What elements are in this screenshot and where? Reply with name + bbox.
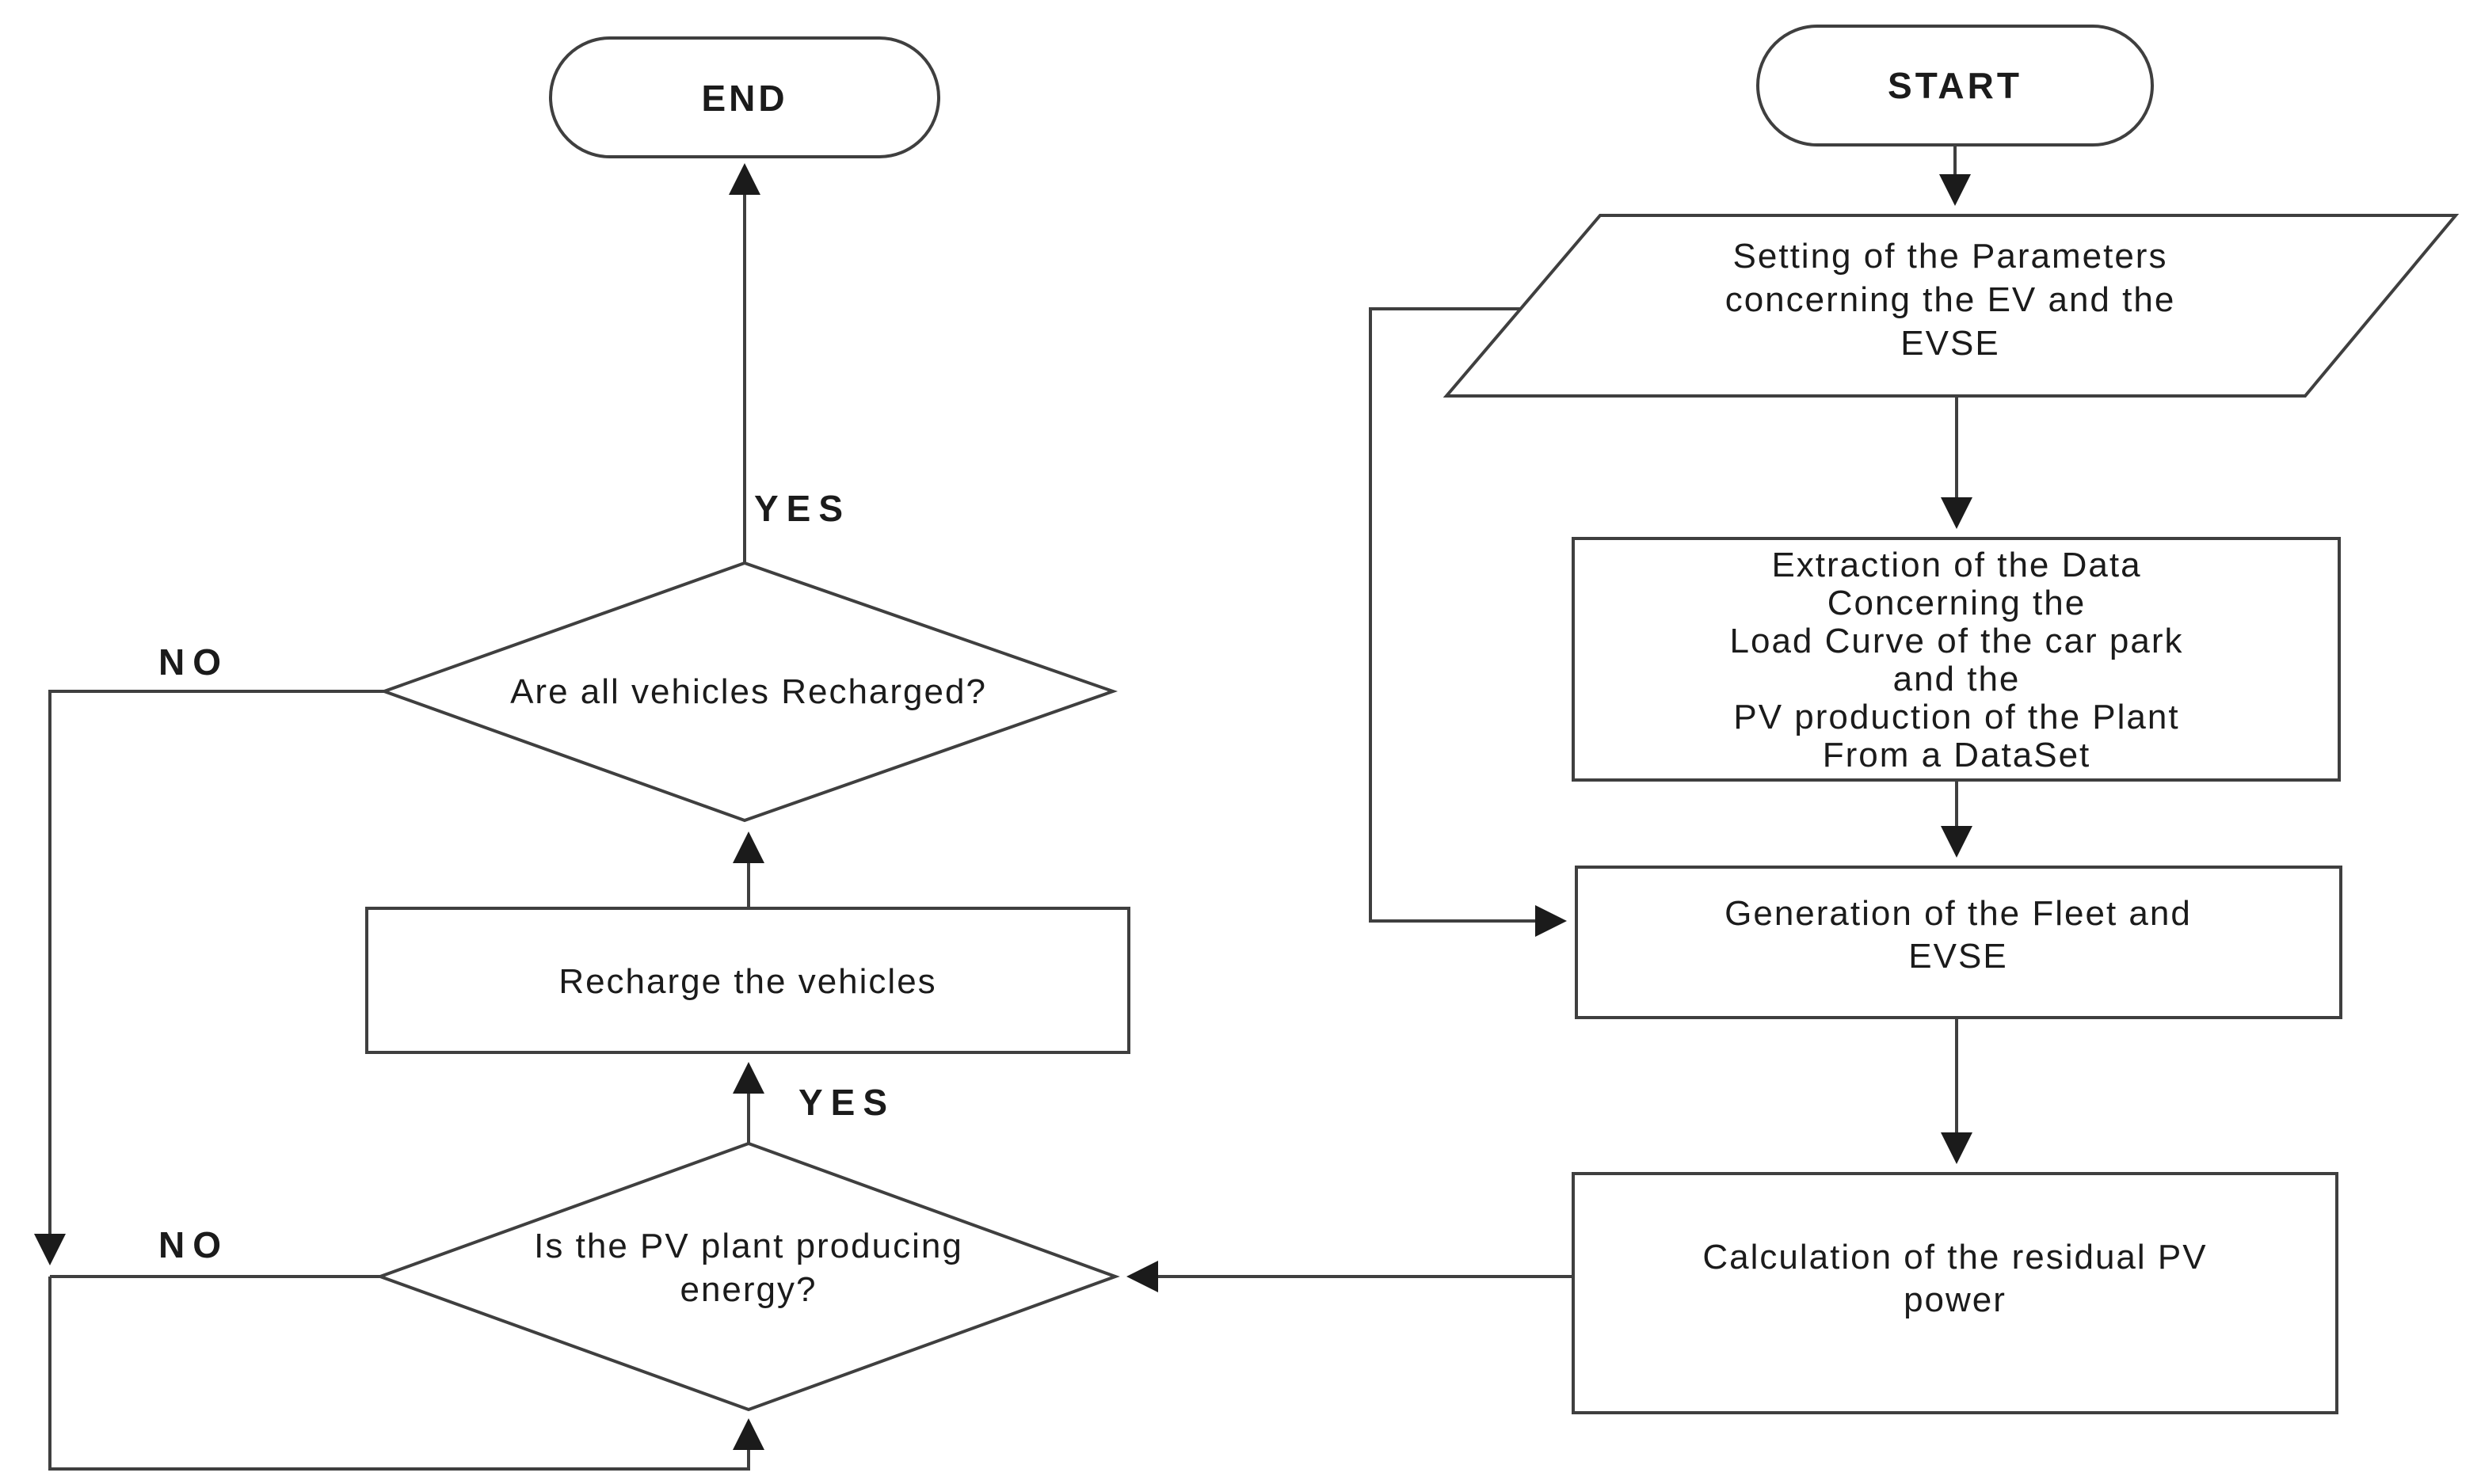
parameters-text-line-3: EVSE — [1900, 324, 1999, 363]
recharge-text: Recharge the vehicles — [558, 962, 936, 1001]
generation-text-line-1: Generation of the Fleet and — [1725, 894, 2192, 933]
recharged-decision-text: Are all vehicles Recharged? — [510, 672, 987, 711]
label-yes-recharged: YES — [754, 488, 851, 529]
connector-recharged-no — [34, 690, 384, 1265]
parameters-text-line-1: Setting of the Parameters — [1733, 237, 2168, 276]
connector-loop-bottom — [48, 1277, 764, 1471]
start-label: START — [1888, 65, 2022, 106]
label-yes-pv: YES — [798, 1082, 895, 1123]
extraction-text-line-6: From a DataSet — [1823, 736, 2091, 774]
end-terminal — [549, 36, 940, 158]
start-terminal — [1756, 25, 2154, 146]
extraction-text-line-1: Extraction of the Data — [1771, 546, 2141, 584]
calculation-text-line-2: power — [1904, 1280, 2007, 1319]
parameters-text-line-2: concerning the EV and the — [1725, 280, 2176, 319]
extraction-text-line-4: and the — [1893, 660, 2021, 698]
recharge-box — [365, 907, 1130, 1054]
label-no-pv: NO — [158, 1224, 229, 1265]
recharged-decision-diamond — [379, 561, 1119, 823]
extraction-text-line-2: Concerning the — [1827, 584, 2086, 622]
end-label: END — [701, 78, 787, 119]
calculation-box — [1572, 1172, 2338, 1414]
parameters-parallelogram — [1442, 214, 2460, 398]
calculation-text-line-1: Calculation of the residual PV — [1702, 1238, 2207, 1277]
label-no-recharged: NO — [158, 641, 229, 683]
pv-decision-diamond — [375, 1141, 1120, 1412]
extraction-text-line-3: Load Curve of the car park — [1730, 622, 2184, 660]
pv-decision-text-line-1: Is the PV plant producing — [534, 1227, 963, 1265]
pv-decision-text-line-2: energy? — [680, 1270, 817, 1309]
generation-text-line-2: EVSE — [1908, 937, 2007, 976]
extraction-box — [1572, 537, 2341, 782]
generation-box — [1575, 866, 2342, 1019]
extraction-text-line-5: PV production of the Plant — [1733, 698, 2179, 736]
connector-parameters-to-generation — [1369, 307, 1567, 937]
